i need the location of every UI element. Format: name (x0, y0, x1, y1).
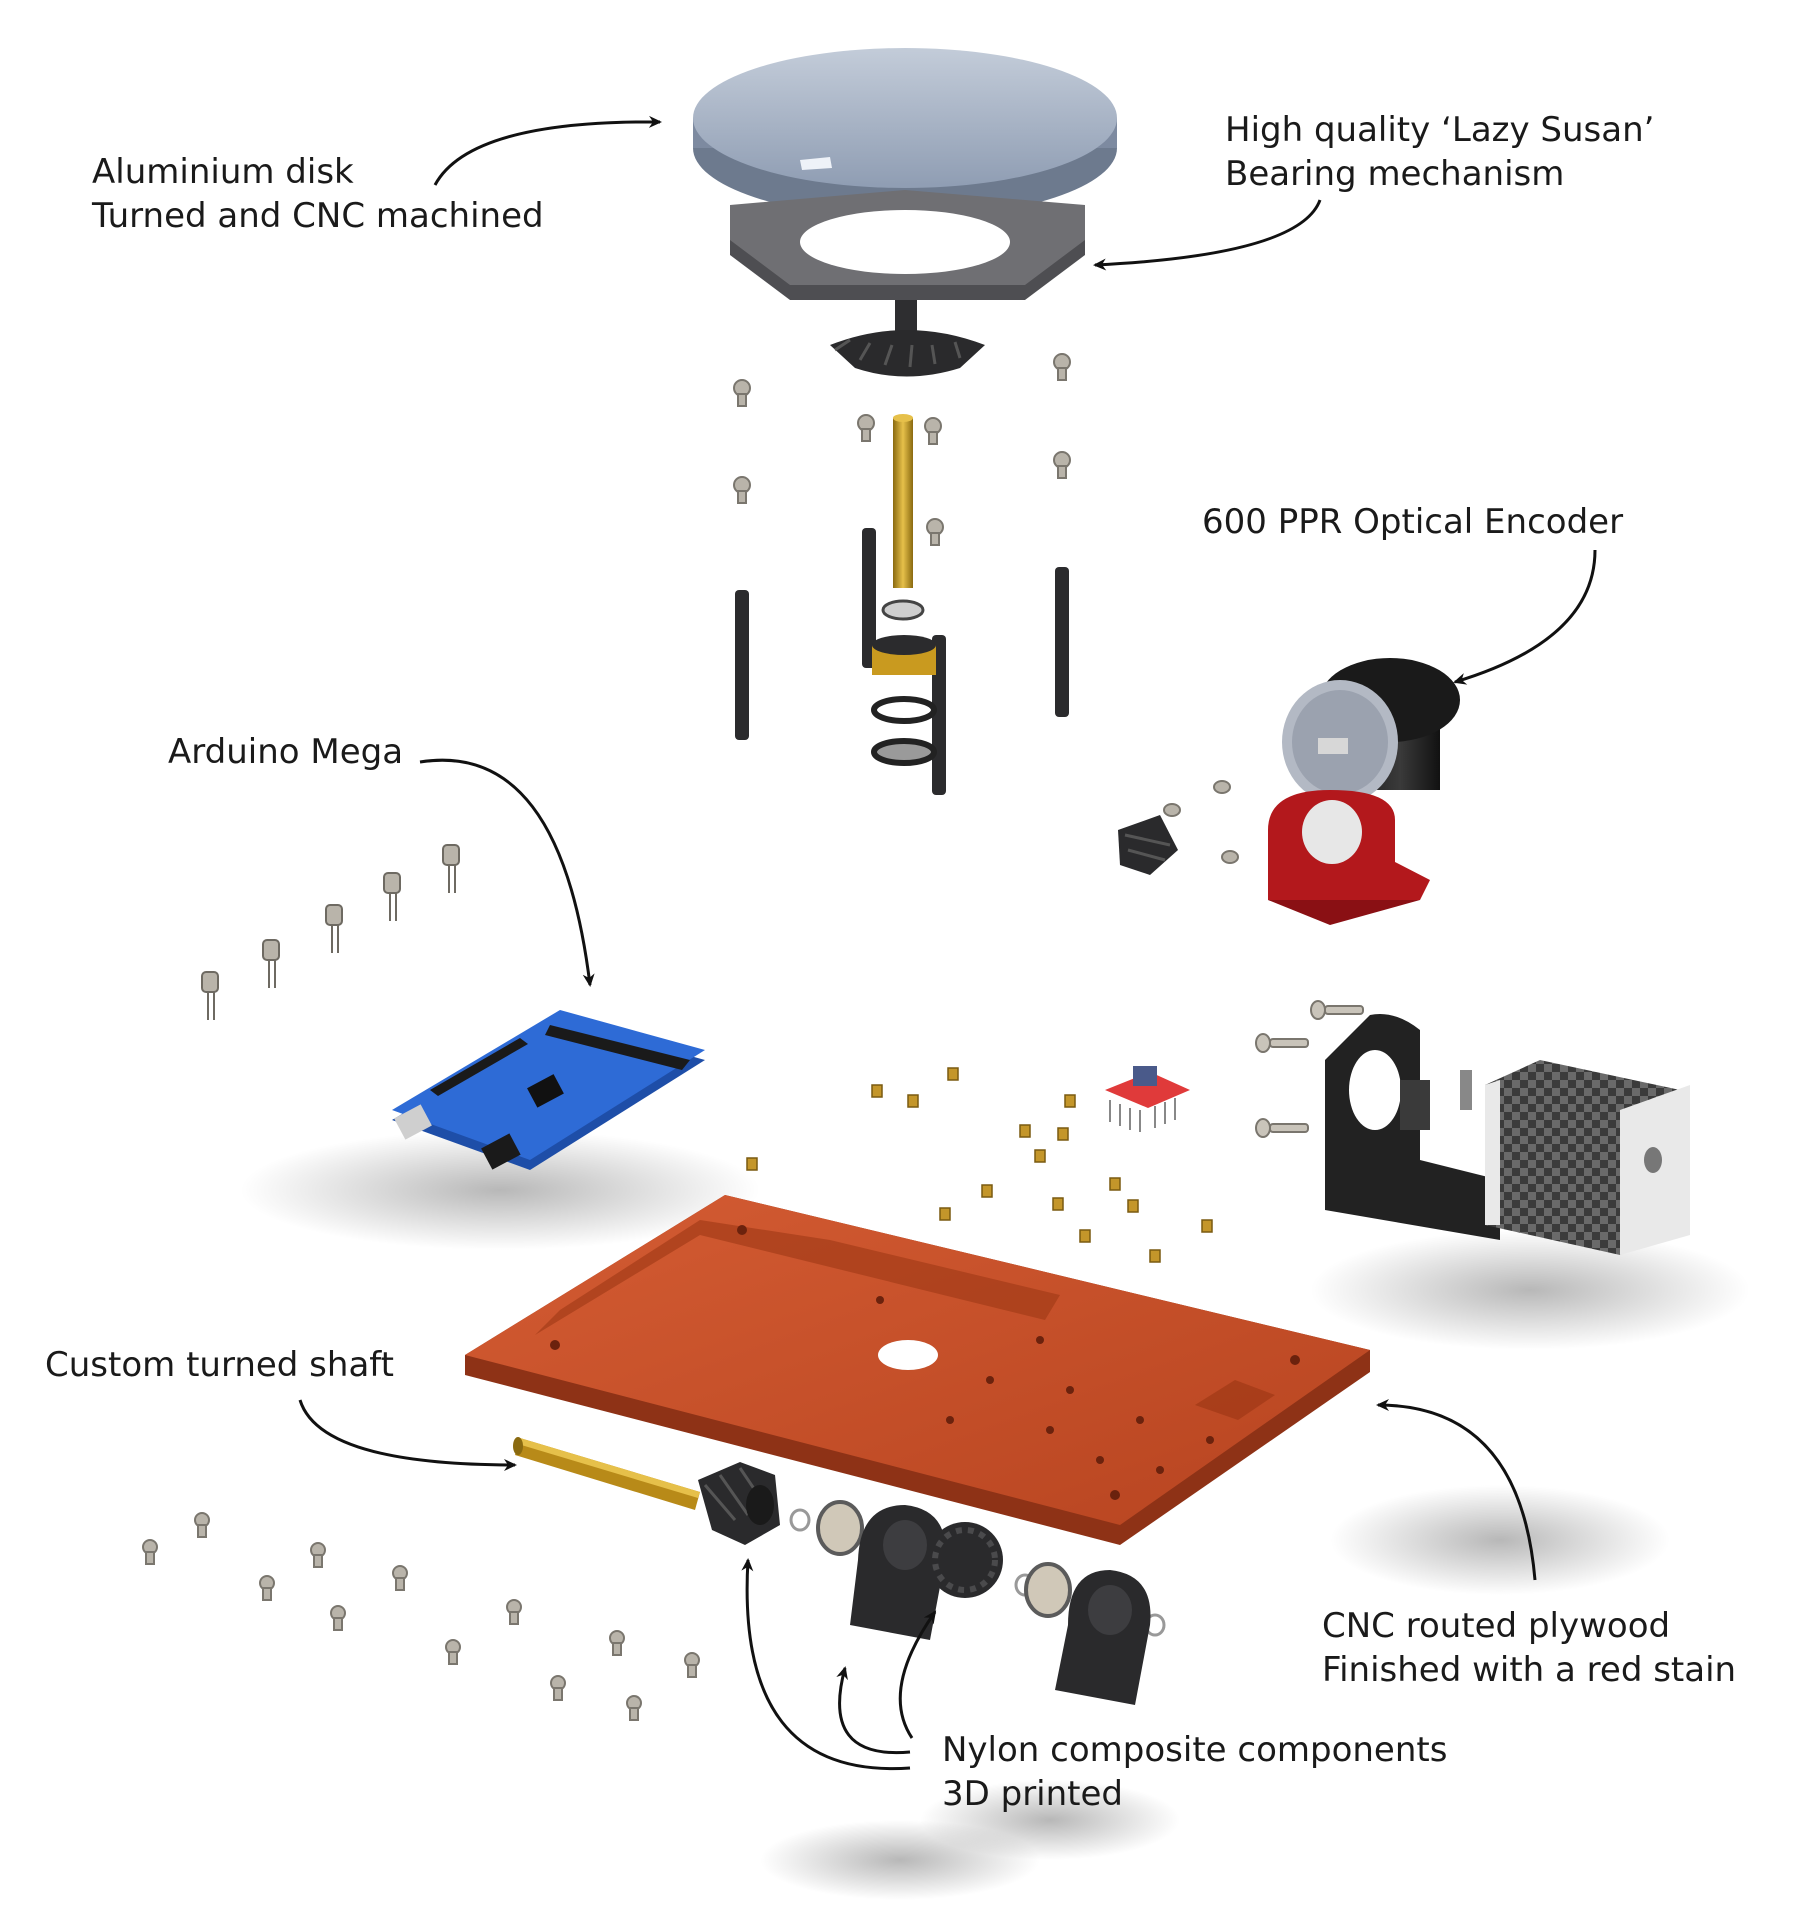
label-shaft: Custom turned shaft (45, 1343, 394, 1387)
red-encoder-bracket (1268, 790, 1430, 925)
arrow-nylon-2 (836, 1666, 911, 1755)
plywood-base (465, 1195, 1370, 1545)
custom-turned-shaft (513, 1437, 700, 1510)
label-encoder: 600 PPR Optical Encoder (1202, 500, 1623, 544)
stepper-motor (1460, 1060, 1690, 1255)
label-nylon-line2: 3D printed (942, 1774, 1124, 1814)
stepper-mount-screws (1255, 1000, 1364, 1138)
label-plywood: CNC routed plywood Finished with a red s… (1322, 1604, 1736, 1692)
encoder-pinion-gear (1118, 815, 1178, 875)
arrow-nylon-1 (741, 1558, 911, 1771)
shadows (240, 1130, 1750, 1900)
label-plywood-line1: CNC routed plywood (1322, 1606, 1671, 1646)
arrow-encoder (1453, 549, 1597, 685)
label-nylon: Nylon composite components 3D printed (942, 1728, 1447, 1816)
encoder-screws (1163, 780, 1239, 864)
spur-gear (927, 1522, 1003, 1598)
base-screws (142, 1512, 700, 1721)
arrow-disk (433, 115, 662, 186)
arrow-bearing (1093, 199, 1322, 271)
header-pins (201, 844, 460, 1020)
stepper-driver (1105, 1066, 1190, 1132)
standoffs (735, 528, 1069, 795)
pillow-block-1 (850, 1505, 946, 1640)
callout-arrows (298, 115, 1597, 1771)
vertical-bearings (871, 599, 937, 766)
arrow-plywood (1376, 1399, 1537, 1581)
label-aluminium-disk: Aluminium disk Turned and CNC machined (92, 150, 544, 238)
pillow-block-2 (1055, 1570, 1151, 1705)
arrow-arduino (419, 758, 595, 987)
top-screws (733, 353, 1071, 546)
arduino-mega (392, 1010, 705, 1170)
label-shaft-line1: Custom turned shaft (45, 1345, 394, 1385)
label-aluminium-disk-line1: Aluminium disk (92, 152, 354, 192)
optical-encoder (1282, 658, 1460, 804)
lazy-susan-bearing (730, 190, 1085, 300)
shaft-bevel-gear (698, 1462, 780, 1545)
vertical-brass-shaft (893, 414, 913, 588)
threaded-inserts (746, 1067, 1213, 1263)
arrow-nylon-3 (898, 1610, 937, 1739)
label-bearing: High quality ‘Lazy Susan’ Bearing mechan… (1225, 108, 1654, 196)
label-aluminium-disk-line2: Turned and CNC machined (92, 196, 544, 236)
label-arduino: Arduino Mega (168, 730, 403, 774)
label-arduino-line1: Arduino Mega (168, 732, 404, 772)
label-bearing-line1: High quality ‘Lazy Susan’ (1225, 110, 1655, 150)
top-bevel-gear (830, 300, 985, 377)
label-nylon-line1: Nylon composite components (942, 1730, 1448, 1770)
label-plywood-line2: Finished with a red stain (1322, 1650, 1737, 1690)
arrow-shaft (298, 1399, 517, 1471)
aluminium-disk (693, 48, 1117, 218)
label-bearing-line2: Bearing mechanism (1225, 154, 1565, 194)
springs-and-bearings (789, 1500, 1166, 1637)
label-encoder-line1: 600 PPR Optical Encoder (1202, 502, 1624, 542)
stepper-mount (1325, 1014, 1500, 1240)
